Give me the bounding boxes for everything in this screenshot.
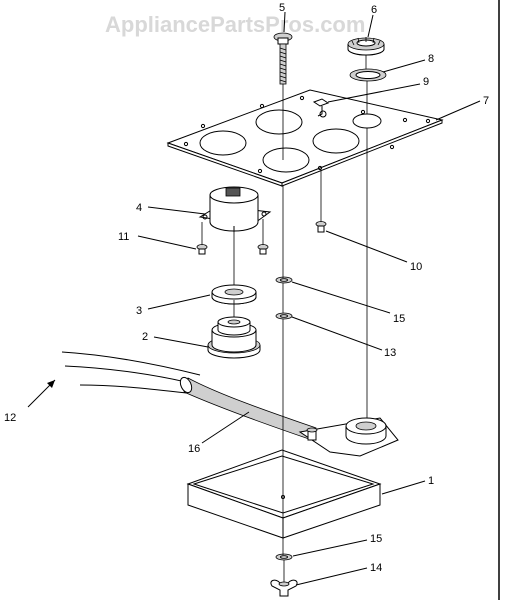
washer-15-lower bbox=[275, 553, 293, 561]
bellows-cup bbox=[207, 316, 261, 359]
callout-15-upper: 15 bbox=[393, 313, 405, 325]
wire-leads bbox=[61, 351, 201, 395]
screw-11-left bbox=[196, 244, 208, 255]
callout-10: 10 bbox=[410, 261, 422, 273]
screw-10 bbox=[315, 221, 327, 233]
rubber-washer bbox=[211, 284, 257, 305]
washer-15-upper bbox=[275, 276, 293, 284]
callout-16: 16 bbox=[188, 443, 200, 455]
float-arm-assembly bbox=[179, 376, 399, 457]
callout-7: 7 bbox=[483, 95, 489, 107]
callout-9: 9 bbox=[423, 76, 429, 88]
callout-5: 5 bbox=[279, 2, 285, 14]
watermark-text: AppliancePartsPros.com bbox=[105, 12, 365, 37]
cap-nut bbox=[347, 37, 385, 56]
gasket-ring bbox=[349, 68, 387, 82]
callout-13: 13 bbox=[384, 347, 396, 359]
leader-lines bbox=[27, 11, 481, 586]
callout-11: 11 bbox=[118, 231, 129, 243]
screw-11-right bbox=[257, 244, 269, 255]
callout-3: 3 bbox=[136, 305, 142, 317]
callout-15-lower: 15 bbox=[370, 533, 382, 545]
callout-labels: 5 6 8 9 7 4 11 10 3 15 2 13 12 16 1 15 1… bbox=[4, 2, 489, 574]
wing-nut bbox=[270, 579, 298, 597]
callout-6: 6 bbox=[371, 4, 377, 16]
callout-4: 4 bbox=[136, 202, 142, 214]
screw-long bbox=[273, 32, 293, 85]
callout-14: 14 bbox=[370, 562, 382, 574]
callout-1: 1 bbox=[428, 475, 434, 487]
mounting-plate bbox=[166, 89, 444, 187]
callout-8: 8 bbox=[428, 53, 434, 65]
drip-tray bbox=[186, 449, 382, 539]
nut-13 bbox=[275, 312, 293, 320]
callout-2: 2 bbox=[142, 331, 148, 343]
spring-clip bbox=[312, 98, 330, 118]
assembly-lines bbox=[201, 55, 368, 582]
callout-12: 12 bbox=[4, 412, 16, 424]
switch-housing bbox=[198, 186, 272, 232]
